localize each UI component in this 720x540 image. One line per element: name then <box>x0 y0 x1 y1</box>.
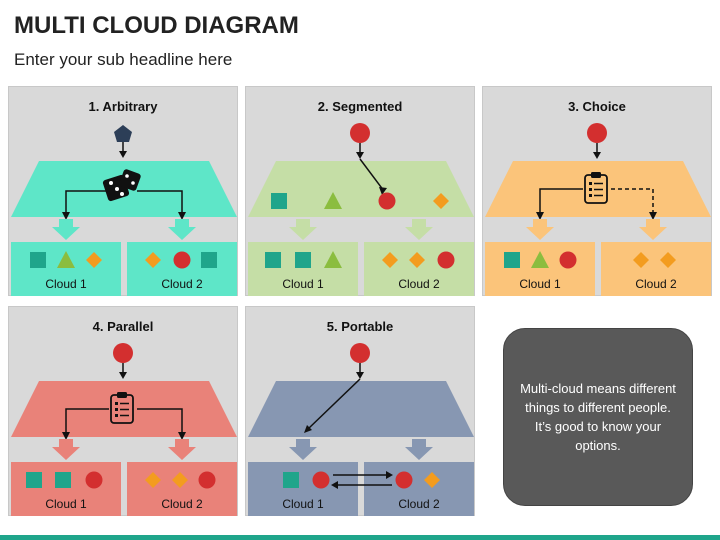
platform <box>248 161 474 217</box>
cloud-label-1: Cloud 1 <box>282 277 324 291</box>
arrow-down <box>526 219 554 240</box>
cloud-box-2 <box>364 462 474 516</box>
panel-title: 5. Portable <box>326 319 394 334</box>
cloud-label-2: Cloud 2 <box>161 277 203 291</box>
arrow-down <box>405 219 433 240</box>
page-subtitle: Enter your sub headline here <box>14 50 233 69</box>
cloud-label-2: Cloud 2 <box>398 277 440 291</box>
pentagon-icon <box>114 125 132 142</box>
cloud-label-2: Cloud 2 <box>635 277 677 291</box>
cloud-label-1: Cloud 1 <box>45 497 87 511</box>
cloud-label-2: Cloud 2 <box>161 497 203 511</box>
clipboard-icon <box>584 172 608 204</box>
cloud-box-1 <box>11 462 121 516</box>
arrow-down <box>639 219 667 240</box>
platform <box>248 381 474 437</box>
arrow-down <box>52 219 80 240</box>
source-node <box>113 343 133 363</box>
cloud-box-2 <box>127 462 237 516</box>
cloud-label-1: Cloud 1 <box>282 497 324 511</box>
panel-portable: 5. Portable Cloud 1 Cloud 2 <box>245 306 475 516</box>
arrow-down <box>168 219 196 240</box>
panel-choice: 3. Choice Cloud 1 Cloud 2 <box>482 86 712 296</box>
arbitrary-diagram <box>11 125 237 296</box>
note-text: Multi-cloud means different things to di… <box>520 381 676 453</box>
accent-bar <box>0 535 720 540</box>
source-node <box>587 123 607 143</box>
panel-title: 4. Parallel <box>92 319 154 334</box>
panel-arbitrary: 1. Arbitrary Cloud 1 Cloud 2 <box>8 86 238 296</box>
cloud-box-2 <box>127 242 237 296</box>
cloud-box-2 <box>364 242 474 296</box>
arrow-down <box>168 439 196 460</box>
segmented-diagram <box>248 123 474 296</box>
choice-diagram <box>485 123 711 296</box>
cloud-label-1: Cloud 1 <box>45 277 87 291</box>
portable-diagram <box>248 343 474 516</box>
panel-title: 3. Choice <box>568 99 626 114</box>
panel-segmented: 2. Segmented Cloud 1 Cloud 2 <box>245 86 475 296</box>
panel-title: 2. Segmented <box>317 99 403 114</box>
cloud-box-1 <box>248 242 358 296</box>
arrow-down <box>289 219 317 240</box>
parallel-diagram <box>11 343 237 516</box>
source-node <box>350 123 370 143</box>
arrow-down <box>52 439 80 460</box>
panel-title: 1. Arbitrary <box>88 99 158 114</box>
arrow-down <box>405 439 433 460</box>
page-title: MULTI CLOUD DIAGRAM <box>14 12 299 39</box>
arrow-down <box>289 439 317 460</box>
cloud-label-1: Cloud 1 <box>519 277 561 291</box>
source-node <box>350 343 370 363</box>
info-note: Multi-cloud means different things to di… <box>503 328 693 506</box>
cloud-box-2 <box>601 242 711 296</box>
cloud-box-1 <box>248 462 358 516</box>
dice-icon <box>102 169 141 202</box>
clipboard-icon <box>110 392 134 424</box>
cloud-label-2: Cloud 2 <box>398 497 440 511</box>
panel-parallel: 4. Parallel Cloud 1 Cloud 2 <box>8 306 238 516</box>
